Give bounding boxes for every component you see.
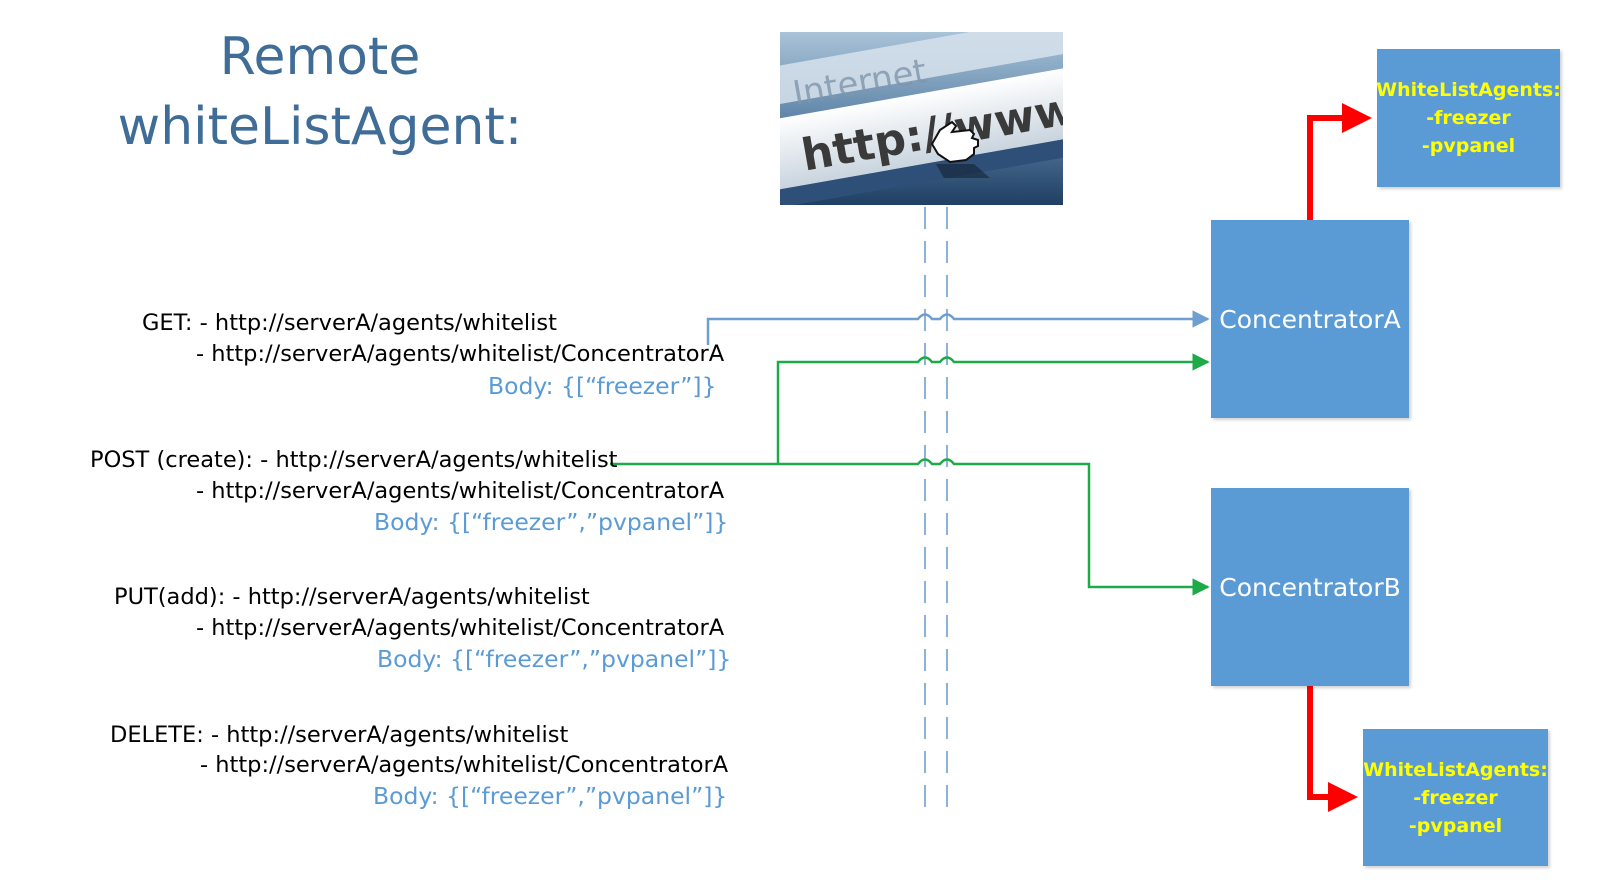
diagram-title: Remote whiteListAgent: (110, 22, 530, 162)
whitelist-bottom-heading: WhiteListAgents: (1363, 758, 1548, 781)
red-arrow-top (1307, 103, 1372, 220)
whitelist-top-item-1: -freezer (1426, 107, 1511, 129)
get-second-line: - http://serverA/agents/whitelist/Concen… (196, 341, 725, 367)
put-method-line: PUT(add): - http://serverA/agents/whitel… (114, 584, 590, 610)
get-connector (706, 310, 1210, 345)
delete-method-line: DELETE: - http://serverA/agents/whitelis… (110, 722, 569, 748)
internet-image-graphic: Internet http://www (780, 32, 1063, 205)
concentrator-a-label: ConcentratorA (1219, 304, 1401, 334)
whitelist-top-heading: WhiteListAgents: (1376, 79, 1561, 101)
delete-second-line: - http://serverA/agents/whitelist/Concen… (200, 752, 729, 778)
post-second-line: - http://serverA/agents/whitelist/Concen… (196, 478, 725, 504)
get-method-line: GET: - http://serverA/agents/whitelist (142, 310, 557, 336)
concentrator-a-box: ConcentratorA (1211, 220, 1409, 418)
whitelist-bottom-item-2: -pvpanel (1408, 814, 1503, 837)
title-line-1: Remote (219, 27, 421, 87)
red-arrow-bottom (1307, 686, 1358, 812)
get-body: Body: {[“freezer”]} (488, 372, 717, 400)
title-line-2: whiteListAgent: (117, 97, 523, 157)
post-body: Body: {[“freezer”,”pvpanel”]} (374, 508, 729, 536)
post-connector-b (610, 458, 1210, 596)
concentrator-b-label: ConcentratorB (1219, 572, 1401, 602)
delete-body: Body: {[“freezer”,”pvpanel”]} (373, 782, 728, 810)
whitelist-top-item-2: -pvpanel (1421, 135, 1516, 157)
concentrator-b-box: ConcentratorB (1211, 488, 1409, 686)
internet-browser-image: Internet http://www (780, 32, 1063, 205)
post-connector-a (776, 353, 1210, 464)
hand-cursor-icon (930, 120, 990, 178)
put-second-line: - http://serverA/agents/whitelist/Concen… (196, 615, 725, 641)
whitelist-box-top: WhiteListAgents: -freezer -pvpanel (1376, 49, 1561, 187)
put-body: Body: {[“freezer”,”pvpanel”]} (377, 645, 732, 673)
whitelist-box-bottom: WhiteListAgents: -freezer -pvpanel (1363, 729, 1548, 866)
post-method-line: POST (create): - http://serverA/agents/w… (90, 447, 618, 473)
whitelist-bottom-item-1: -freezer (1413, 786, 1498, 809)
